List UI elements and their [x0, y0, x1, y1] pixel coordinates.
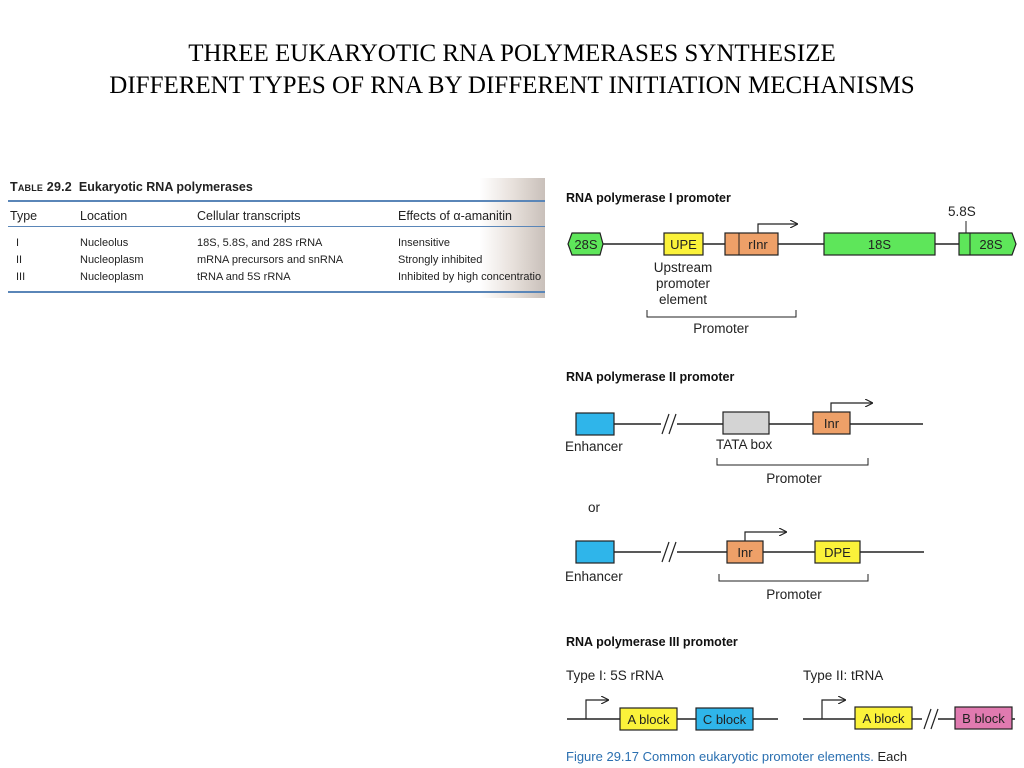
pol2a-enhancer-box — [575, 412, 615, 436]
pol2-heading: RNA polymerase II promoter — [566, 370, 734, 384]
table-cell: III — [16, 271, 26, 283]
pol2a-promoter-label: Promoter — [766, 471, 822, 486]
pol3-b-block-label: B block — [962, 711, 1005, 726]
figure-caption: Figure 29.17 Common eukaryotic promoter … — [566, 749, 907, 764]
pol2a-promoter-bracket — [716, 458, 869, 466]
pol2a-break-mark — [668, 413, 677, 435]
table-caption-number: Table 29.2 — [10, 180, 72, 194]
table-cell: 18S, 5.8S, and 28S rRNA — [197, 237, 323, 249]
table-bottom-rule — [8, 291, 545, 293]
pol2b-enhancer-box — [575, 540, 615, 564]
pol1-box-28s-left-label: 28S — [574, 237, 597, 252]
pol1-box-28s-left — [567, 232, 604, 256]
pol2a-tata-label: TATA box — [716, 437, 773, 452]
polymerase-table: Table 29.2 Eukaryotic RNA polymerases Ty… — [0, 178, 545, 298]
pol2a-tss-arrow — [830, 403, 872, 412]
pol2a-enhancer-label: Enhancer — [565, 439, 623, 454]
pol2b-break-mark — [668, 541, 677, 563]
table-cell: II — [16, 254, 23, 266]
pol1-heading: RNA polymerase I promoter — [566, 191, 731, 205]
pol1-upe-desc-line-1: Upstream — [654, 260, 713, 275]
table-header-location: Location — [80, 209, 128, 223]
pol1-upe-desc-line-2: promoter — [656, 276, 711, 291]
pol1-box-rinr-label: rInr — [748, 237, 768, 252]
pol2a-break-mark — [661, 413, 670, 435]
pol3-a-block-2 — [854, 706, 913, 730]
pol1-box-28s-right — [958, 232, 1017, 256]
table-header-transcripts: Cellular transcripts — [197, 209, 301, 223]
pol2b-dpe-box — [814, 540, 861, 564]
pol3-a-block-1 — [619, 707, 678, 731]
pol3-type2-tss-arrow — [821, 700, 845, 719]
pol3-a-block-1-label: A block — [628, 712, 670, 727]
pol1-box-18s-label: 18S — [868, 237, 891, 252]
table-caption: Table 29.2 Eukaryotic RNA polymerases — [10, 180, 253, 194]
table-cell: Inhibited by high concentratio — [398, 271, 542, 283]
table-caption-text: Eukaryotic RNA polymerases — [78, 180, 253, 194]
table-cell: Strongly inhibited — [398, 254, 483, 266]
pol3-type1-tss-arrow — [585, 700, 608, 719]
table-header-amanitin: Effects of α-amanitin — [398, 209, 512, 223]
pol2b-inr-label: Inr — [737, 545, 753, 560]
table-cell: Insensitive — [398, 237, 450, 249]
figure-caption-number: Figure 29.17 — [566, 749, 639, 764]
pol2b-break-gap — [661, 542, 677, 562]
pol1-upe-desc-line-3: element — [659, 292, 707, 307]
pol3-type2-label: Type II: tRNA — [803, 668, 883, 683]
pol2b-tss-arrow — [744, 532, 786, 541]
pol3-break-mark — [930, 708, 939, 730]
pol2a-inr-label: Inr — [824, 416, 840, 431]
figure-caption-text: Common eukaryotic promoter elements. — [642, 749, 874, 764]
pol2b-promoter-bracket — [718, 574, 869, 582]
pol1-promoter-bracket — [646, 310, 797, 318]
pol2b-promoter-label: Promoter — [766, 587, 822, 602]
pol1-box-upe — [663, 232, 704, 256]
pol1-box-upe-label: UPE — [670, 237, 697, 252]
table-cell: tRNA and 5S rRNA — [197, 271, 291, 283]
promoter-diagram: RNA polymerase I promoter 5.8S 28S UPE r… — [555, 178, 1020, 748]
pol1-box-rinr — [724, 232, 779, 256]
pol1-tss-arrow — [757, 224, 797, 233]
table-top-rule — [8, 200, 545, 202]
figure-caption-trailing: Each — [877, 749, 908, 764]
pol2a-tata-box — [722, 411, 770, 435]
table-cell: Nucleoplasm — [80, 271, 144, 283]
title-line-1: THREE EUKARYOTIC RNA POLYMERASES SYNTHES… — [188, 40, 836, 67]
pol3-b-block — [954, 706, 1013, 730]
pol2b-dpe-label: DPE — [824, 545, 851, 560]
pol1-label-5-8s: 5.8S — [948, 204, 976, 219]
pol2b-break-mark — [661, 541, 670, 563]
pol3-break-mark — [923, 708, 932, 730]
table-header-rule — [8, 226, 545, 227]
pol1-promoter-label: Promoter — [693, 321, 749, 336]
promoter-diagram-svg: RNA polymerase I promoter 5.8S 28S UPE r… — [565, 191, 1017, 731]
pol3-heading: RNA polymerase III promoter — [566, 635, 738, 649]
pol2a-break-gap — [661, 414, 677, 434]
pol3-type1-label: Type I: 5S rRNA — [566, 668, 664, 683]
table-cell: Nucleolus — [80, 237, 129, 249]
pol1-box-28s-right-label: 28S — [979, 237, 1002, 252]
table-header-type: Type — [10, 209, 38, 223]
pol2-or-label: or — [588, 500, 601, 515]
pol1-box-18s — [823, 232, 936, 256]
table-cell: mRNA precursors and snRNA — [197, 254, 344, 266]
table-cell: Nucleoplasm — [80, 254, 144, 266]
pol3-c-block — [695, 707, 754, 731]
pol3-c-block-label: C block — [703, 712, 747, 727]
title-line-2: DIFFERENT TYPES OF RNA BY DIFFERENT INIT… — [109, 72, 915, 99]
pol2b-enhancer-label: Enhancer — [565, 569, 623, 584]
pol3-a-block-2-label: A block — [863, 711, 905, 726]
slide-title: THREE EUKARYOTIC RNA POLYMERASES SYNTHES… — [0, 38, 1024, 102]
table-cell: I — [16, 237, 20, 249]
